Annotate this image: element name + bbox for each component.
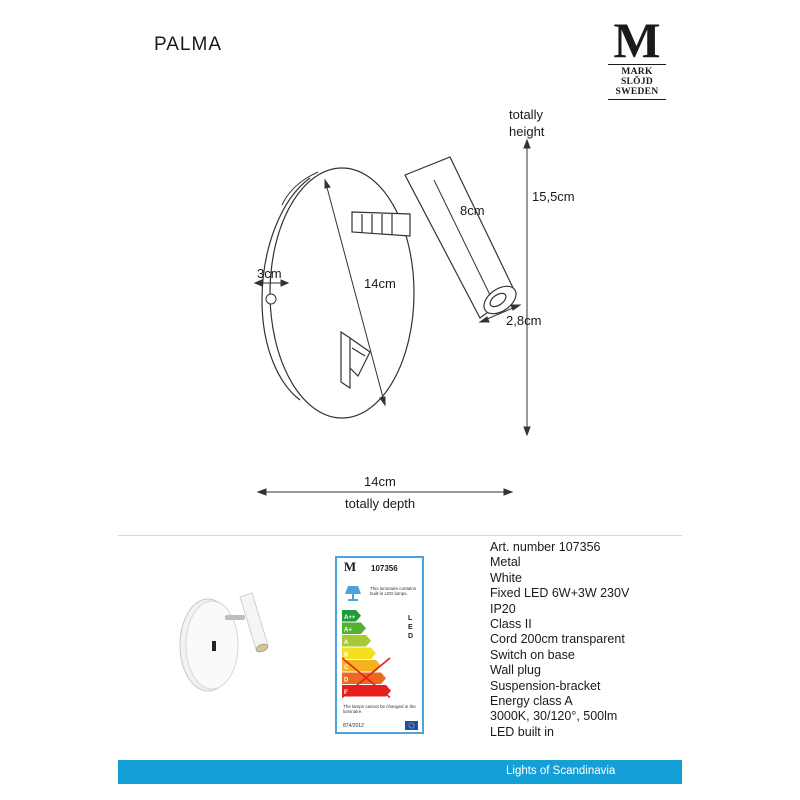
energy-class-label: C xyxy=(344,665,349,671)
spec-line: Class II xyxy=(490,617,532,632)
energy-class-bar xyxy=(342,672,386,684)
energy-class-label: E xyxy=(344,690,348,696)
plate-diameter-value: 14cm xyxy=(364,276,396,291)
spec-line: LED built in xyxy=(490,724,554,739)
spec-line: 3000K, 30/120°, 500lm xyxy=(490,709,618,724)
energy-label-article: 107356 xyxy=(371,564,398,573)
product-title: PALMA xyxy=(154,34,223,55)
wall-plate xyxy=(261,167,415,419)
footer-tagline: Lights of Scandinavia xyxy=(506,765,616,777)
logo-line-3: SWEDEN xyxy=(608,87,666,100)
energy-label: M 107356 This luminaire contains built-i… xyxy=(335,556,424,734)
excluded-classes-cross xyxy=(342,657,391,699)
spec-line: Metal xyxy=(490,555,521,570)
energy-class-bar xyxy=(342,660,381,672)
lamp-icon xyxy=(345,586,361,601)
energy-label-logo: M xyxy=(343,559,357,574)
spec-line: Wall plug xyxy=(490,663,541,678)
energy-class-label: A xyxy=(344,640,349,646)
energy-class-bar xyxy=(342,610,361,622)
plate-screw xyxy=(265,293,277,305)
total-depth-label: totally depth xyxy=(345,496,416,511)
product-photo xyxy=(179,592,269,692)
plate-side xyxy=(281,171,319,206)
energy-class-label: A+ xyxy=(344,628,352,634)
spec-line: Fixed LED 6W+3W 230V xyxy=(490,586,630,601)
total-depth-value: 14cm xyxy=(364,474,396,489)
spot-head xyxy=(404,156,517,319)
total-height-value: 15,5cm xyxy=(532,189,575,204)
energy-label-note-top: This luminaire contains built-in LED lam… xyxy=(370,586,417,596)
switch-drawing xyxy=(340,330,371,390)
spec-line: IP20 xyxy=(490,601,516,616)
logo-letter: M xyxy=(613,12,661,68)
energy-class-label: B xyxy=(344,653,349,659)
markslojd-logo: M MARK SLÖJD SWEDEN xyxy=(608,12,666,100)
height-label-2: height xyxy=(509,124,545,139)
energy-class-label: D xyxy=(344,678,349,684)
spec-line: Switch on base xyxy=(490,647,575,662)
dimension-lines xyxy=(253,138,531,496)
energy-class-bar xyxy=(342,622,366,634)
energy-class-bar xyxy=(342,647,376,659)
logo-line-2: SLÖJD xyxy=(620,77,654,87)
plate-thickness-value: 3cm xyxy=(257,266,282,281)
spec-line: Suspension-bracket xyxy=(490,678,601,693)
energy-label-note-bottom: The lamps cannot be changed in the lumin… xyxy=(343,704,416,714)
spot-stem xyxy=(351,211,411,237)
spec-line: Art. number 107356 xyxy=(490,540,601,554)
height-label-1: totally xyxy=(509,107,543,122)
spec-line: Energy class A xyxy=(490,694,573,709)
section-divider xyxy=(118,535,682,536)
spot-length-value: 8cm xyxy=(460,203,485,218)
spec-line: White xyxy=(490,570,522,585)
logo-line-1: MARK xyxy=(608,64,666,77)
technical-drawing xyxy=(253,138,531,496)
energy-class-bar xyxy=(342,635,371,647)
footer-bar: Lights of Scandinavia xyxy=(118,760,682,784)
energy-label-regulation: 874/2012 xyxy=(343,723,364,729)
spot-diameter-value: 2,8cm xyxy=(506,313,542,328)
eu-flag-icon xyxy=(405,721,418,730)
spec-line: Cord 200cm transparent xyxy=(490,632,625,647)
energy-class-label: A++ xyxy=(344,615,356,621)
